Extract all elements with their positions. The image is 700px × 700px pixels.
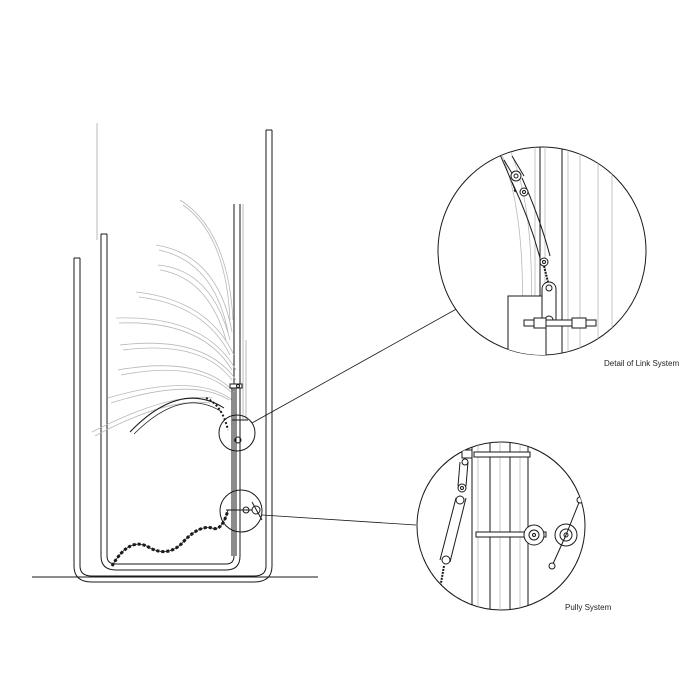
link-detail-content xyxy=(497,147,613,355)
inner-frame xyxy=(100,204,241,571)
pully-system-caption: Pully System xyxy=(565,603,612,612)
beaded-chain xyxy=(110,509,230,567)
detail-marker-pully xyxy=(219,489,263,533)
light-verticals xyxy=(96,123,247,420)
mechanism-posts xyxy=(226,383,263,556)
pully-detail-circle xyxy=(416,441,586,611)
leader-line-link xyxy=(251,306,461,424)
outer-frame xyxy=(73,129,273,583)
leader-line-pully xyxy=(261,514,417,526)
fan-arcs xyxy=(91,199,237,437)
link-system-caption: Detail of Link System xyxy=(604,359,680,368)
detail-marker-link xyxy=(218,414,256,452)
pully-detail-content xyxy=(437,442,584,610)
